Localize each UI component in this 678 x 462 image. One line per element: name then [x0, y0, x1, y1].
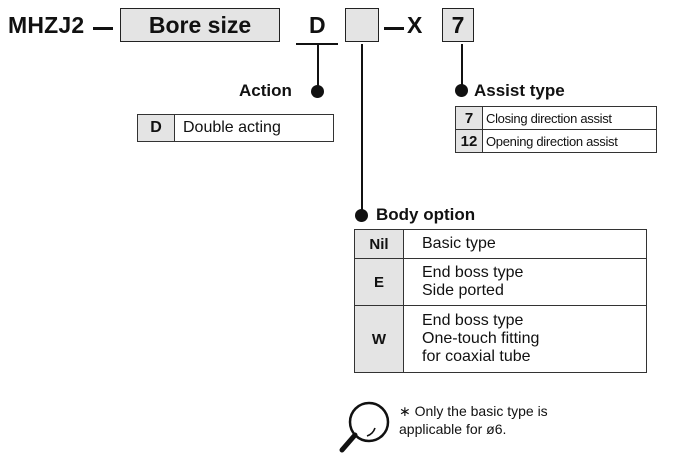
assist-table: 7 Closing direction assist 12 Opening di… — [455, 106, 657, 153]
magnifier-icon — [339, 401, 390, 453]
note-text: ∗ Only the basic type is applicable for … — [399, 403, 548, 437]
action-code-cell: D — [137, 114, 175, 142]
table-row: D Double acting — [137, 114, 334, 142]
body-option-box — [345, 8, 379, 42]
table-row: Nil Basic type — [354, 229, 647, 259]
body-code-cell: W — [354, 305, 404, 373]
body-desc-cell: Basic type — [403, 229, 647, 259]
action-code: D — [309, 12, 326, 38]
separator-dash-2 — [384, 27, 404, 30]
assist-code-cell: 7 — [455, 106, 483, 130]
bore-size-box: Bore size — [120, 8, 280, 42]
action-connector — [317, 44, 319, 90]
body-option-connector — [361, 44, 363, 216]
body-desc-cell: End boss type One-touch fitting for coax… — [403, 305, 647, 373]
assist-bullet — [455, 84, 468, 97]
assist-connector — [461, 44, 463, 90]
body-option-bullet — [355, 209, 368, 222]
action-table: D Double acting — [137, 114, 334, 142]
assist-code-cell: 12 — [455, 129, 483, 153]
separator-dash — [93, 27, 113, 30]
table-row: E End boss type Side ported — [354, 258, 647, 306]
body-code-cell: Nil — [354, 229, 404, 259]
action-bullet — [311, 85, 324, 98]
assist-code-box: 7 — [442, 8, 474, 42]
assist-desc-cell: Closing direction assist — [482, 106, 657, 130]
body-desc-cell: End boss type Side ported — [403, 258, 647, 306]
action-desc-cell: Double acting — [174, 114, 334, 142]
table-row: 12 Opening direction assist — [455, 129, 657, 153]
x-label: X — [407, 12, 423, 38]
bore-size-label: Bore size — [148, 11, 252, 38]
action-heading: Action — [239, 81, 292, 100]
assist-desc-cell: Opening direction assist — [482, 129, 657, 153]
assist-code: 7 — [451, 11, 465, 38]
table-row: W End boss type One-touch fitting for co… — [354, 305, 647, 373]
model-code: MHZJ2 — [8, 12, 85, 38]
body-option-heading: Body option — [376, 205, 476, 224]
assist-heading: Assist type — [474, 81, 565, 100]
table-row: 7 Closing direction assist — [455, 106, 657, 130]
body-option-table: Nil Basic type E End boss type Side port… — [354, 229, 647, 373]
body-code-cell: E — [354, 258, 404, 306]
